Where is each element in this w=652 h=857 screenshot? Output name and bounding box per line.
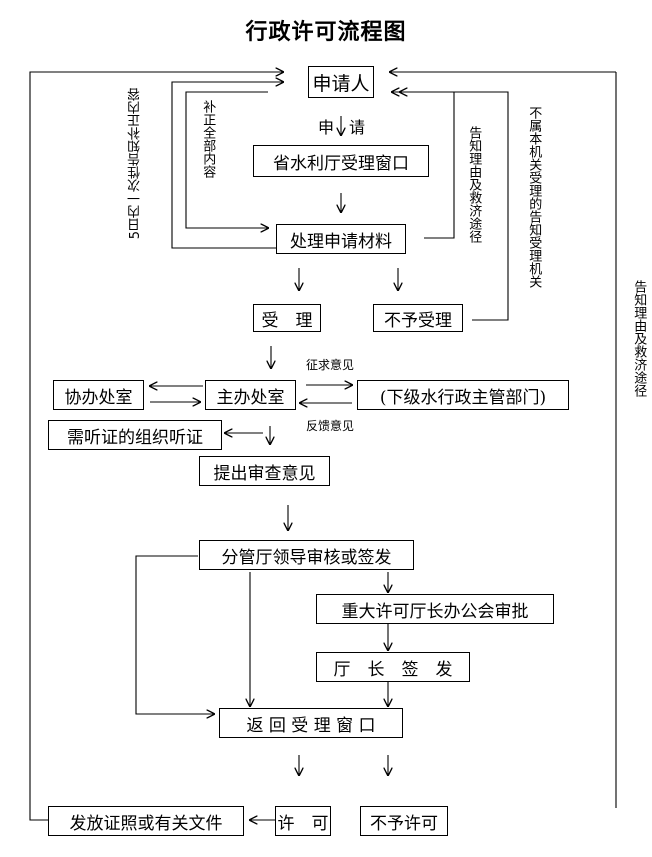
label-apply2: 请: [349, 118, 366, 137]
label-feedback: 反馈意见: [306, 419, 355, 433]
label-supplement-all: 补正全部内容: [200, 100, 216, 178]
loop-jurisdiction: [400, 92, 509, 321]
node-reject: 不予受理: [373, 304, 463, 332]
label-solicit: 征求意见: [306, 358, 355, 372]
node-meeting: 重大许可厅长办公会审批: [316, 594, 554, 624]
node-window: 省水利厅受理窗口: [253, 145, 429, 177]
node-lower: (下级水行政主管部门): [357, 380, 569, 410]
page-title: 行政许可流程图: [245, 19, 407, 45]
label-apply: 申: [318, 118, 335, 137]
node-permit: 许 可: [275, 806, 331, 836]
node-main: 主办处室: [205, 380, 296, 410]
node-return: 返 回 受 理 窗 口: [219, 708, 403, 738]
outer-left-loop: [29, 72, 283, 821]
loop-supplement: [185, 91, 268, 228]
loop-leader-return: [135, 555, 214, 714]
node-applicant: 申请人: [308, 66, 374, 98]
label-not-jurisdiction: 不属本机关受理的告知受理机关: [526, 106, 542, 288]
node-hearing: 需听证的组织听证: [48, 420, 222, 450]
node-issue: 发放证照或有关文件: [48, 806, 244, 836]
node-accept: 受 理: [253, 304, 321, 332]
node-leader: 分管厅领导审核或签发: [199, 540, 414, 570]
label-reason-remedy-outer: 告知理由及救济途径: [631, 280, 647, 397]
node-process: 处理申请材料: [276, 224, 406, 254]
label-supplement-5day: 5日内一次性告知补正内容: [128, 88, 143, 240]
node-assist: 协办处室: [53, 380, 144, 410]
node-opinion: 提出审查意见: [199, 456, 330, 486]
loop-5day: [171, 82, 283, 249]
node-deny: 不予许可: [360, 806, 448, 836]
label-reason-remedy: 告知理由及救济途径: [466, 126, 482, 243]
node-director: 厅 长 签 发: [316, 652, 470, 682]
